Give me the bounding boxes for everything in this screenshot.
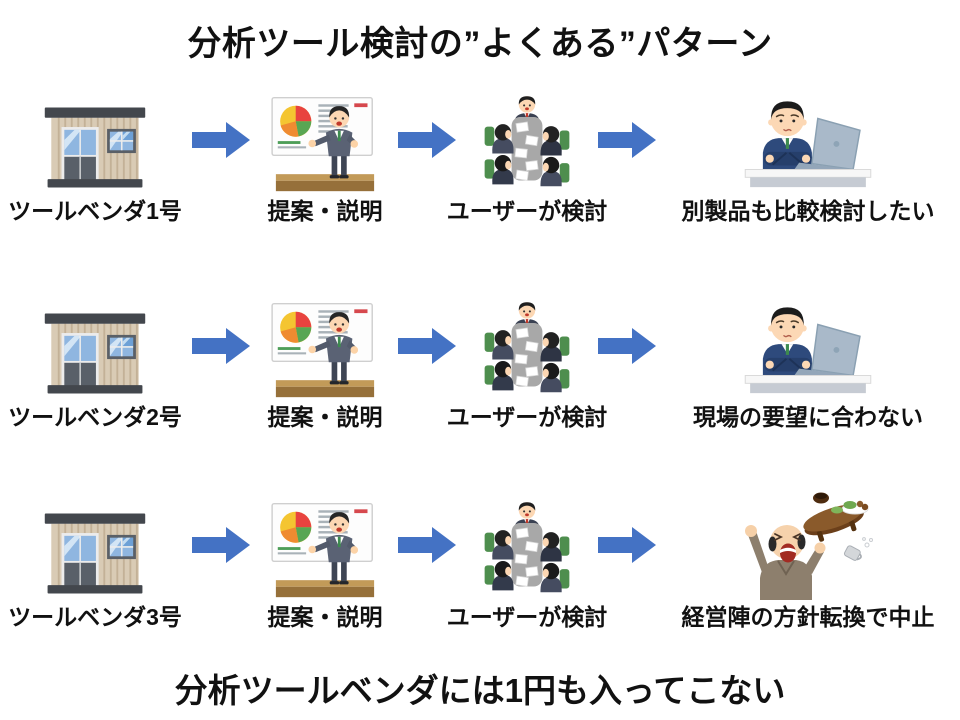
vendor-label: ツールベンダ1号	[8, 198, 182, 224]
office-building-icon	[39, 307, 151, 400]
presenter-icon	[269, 92, 381, 194]
meeting-icon	[469, 496, 585, 600]
review-label: ユーザーが検討	[446, 604, 608, 630]
flow-row-vendor2: ツールベンダ2号 提案・説明 ユーザーが検討 現場の要望に合わない	[0, 290, 960, 432]
flow-arrow-cell	[598, 290, 656, 432]
footer-title: 分析ツールベンダには1円も入ってこない	[174, 672, 786, 709]
office-building-icon	[39, 101, 151, 194]
proposal-cell: 提案・説明	[252, 290, 398, 432]
right-arrow-icon	[192, 122, 250, 158]
proposal-label: 提案・説明	[267, 404, 383, 430]
presenter-icon	[269, 298, 381, 400]
proposal-cell: 提案・説明	[252, 488, 398, 632]
vendor-cell: ツールベンダ3号	[0, 488, 190, 632]
presenter-icon	[269, 498, 381, 600]
outcome-label: 現場の要望に合わない	[693, 404, 923, 430]
outcome-cell: 経営陣の方針転換で中止	[656, 488, 960, 632]
review-cell: ユーザーが検討	[447, 290, 607, 432]
flow-arrow-cell	[190, 290, 252, 432]
review-label: ユーザーが検討	[446, 404, 608, 430]
vendor-cell: ツールベンダ2号	[0, 290, 190, 432]
troubled-laptop-man-icon	[743, 92, 873, 194]
proposal-label: 提案・説明	[267, 198, 383, 224]
meeting-icon	[469, 90, 585, 194]
right-arrow-icon	[398, 527, 456, 563]
proposal-cell: 提案・説明	[252, 84, 398, 226]
right-arrow-icon	[598, 328, 656, 364]
right-arrow-icon	[192, 328, 250, 364]
flow-arrow-cell	[598, 84, 656, 226]
meeting-icon	[469, 296, 585, 400]
flow-arrow-cell	[190, 84, 252, 226]
review-cell: ユーザーが検討	[447, 84, 607, 226]
right-arrow-icon	[398, 328, 456, 364]
vendor-label: ツールベンダ3号	[8, 604, 182, 630]
review-label: ユーザーが検討	[446, 198, 608, 224]
outcome-label: 経営陣の方針転換で中止	[681, 604, 935, 630]
right-arrow-icon	[192, 527, 250, 563]
outcome-cell: 別製品も比較検討したい	[656, 84, 960, 226]
vendor-cell: ツールベンダ1号	[0, 84, 190, 226]
proposal-label: 提案・説明	[267, 604, 383, 630]
flow-row-vendor1: ツールベンダ1号 提案・説明 ユーザーが検討 別製品も比較検討したい	[0, 84, 960, 226]
right-arrow-icon	[598, 122, 656, 158]
flow-arrow-cell	[598, 488, 656, 632]
page-title: 分析ツール検討の”よくある”パターン	[187, 25, 773, 63]
outcome-cell: 現場の要望に合わない	[656, 290, 960, 432]
table-flip-icon	[732, 488, 884, 600]
right-arrow-icon	[598, 527, 656, 563]
office-building-icon	[39, 507, 151, 600]
troubled-laptop-man-icon	[743, 298, 873, 400]
flow-row-vendor3: ツールベンダ3号 提案・説明 ユーザーが検討 経営陣の方針転換で中止	[0, 488, 960, 630]
outcome-label: 別製品も比較検討したい	[681, 198, 935, 224]
right-arrow-icon	[398, 122, 456, 158]
review-cell: ユーザーが検討	[447, 488, 607, 632]
flow-arrow-cell	[190, 488, 252, 632]
vendor-label: ツールベンダ2号	[8, 404, 182, 430]
